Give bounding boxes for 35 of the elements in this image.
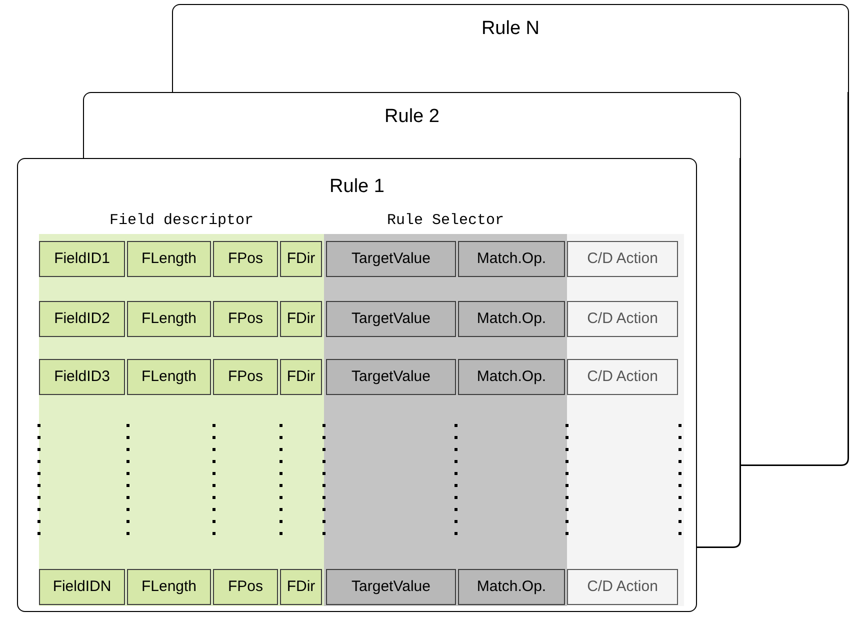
table-cell: Match.Op. xyxy=(458,569,565,605)
table-cell: FieldID3 xyxy=(39,359,125,395)
table-cell: C/D Action xyxy=(567,241,678,277)
table-cell: FLength xyxy=(127,241,211,277)
table-cell: FDir xyxy=(280,241,322,277)
band-heading: Field descriptor xyxy=(108,212,255,230)
table-cell: FPos xyxy=(213,241,278,277)
table-cell: TargetValue xyxy=(326,241,456,277)
table-cell: FLength xyxy=(127,301,211,337)
table-cell: FLength xyxy=(127,569,211,605)
table-cell: Match.Op. xyxy=(458,241,565,277)
card-title: Rule 1 xyxy=(328,175,386,199)
table-cell: C/D Action xyxy=(567,301,678,337)
table-cell: FDir xyxy=(280,569,322,605)
table-cell: FLength xyxy=(127,359,211,395)
table-cell: FDir xyxy=(280,359,322,395)
band-heading: Rule Selector xyxy=(386,212,506,230)
card-title: Rule 2 xyxy=(384,105,440,129)
table-cell: FPos xyxy=(213,301,278,337)
table-cell: Match.Op. xyxy=(458,359,565,395)
column-band xyxy=(567,234,684,606)
table-cell: FieldID2 xyxy=(39,301,125,337)
table-cell: TargetValue xyxy=(326,301,456,337)
table-cell: C/D Action xyxy=(567,359,678,395)
table-cell: FPos xyxy=(213,569,278,605)
table-cell: FDir xyxy=(280,301,322,337)
table-cell: Match.Op. xyxy=(458,301,565,337)
rule-card xyxy=(172,4,849,92)
table-cell: FieldIDN xyxy=(39,569,125,605)
table-cell: FieldID1 xyxy=(39,241,125,277)
table-cell: TargetValue xyxy=(326,359,456,395)
card-title: Rule N xyxy=(480,17,541,41)
table-cell: C/D Action xyxy=(567,569,678,605)
table-cell: FPos xyxy=(213,359,278,395)
table-cell: TargetValue xyxy=(326,569,456,605)
